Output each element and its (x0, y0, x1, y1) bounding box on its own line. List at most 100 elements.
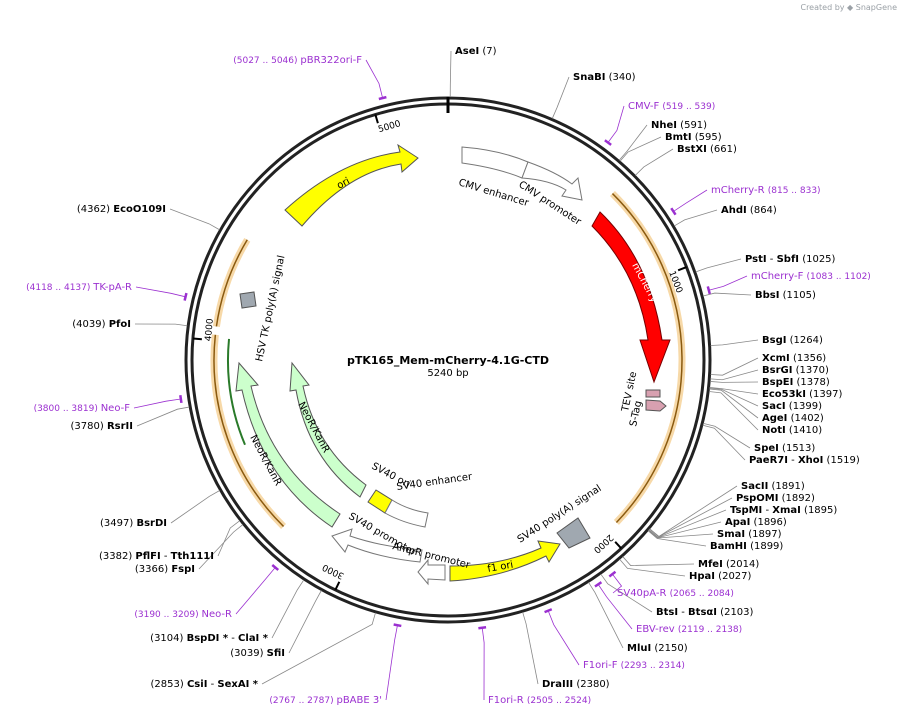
restriction-site[interactable]: BamHI (1899) (710, 541, 783, 552)
feature-f1-ori[interactable] (449, 540, 561, 582)
primer-range: (1083 .. 1102) (807, 272, 871, 282)
feature-hsv-tk-polya[interactable] (239, 291, 257, 309)
primer-label[interactable]: mCherry-R (815 .. 833) (711, 185, 821, 196)
feature-s-tag[interactable] (645, 399, 667, 412)
restriction-site[interactable]: AgeI (1402) (762, 413, 824, 424)
site-leader (551, 76, 570, 119)
restriction-site[interactable]: BtsI - BtsαI (2103) (656, 607, 754, 618)
restriction-site[interactable]: Eco53kI (1397) (762, 389, 842, 400)
restriction-site[interactable]: (3366) FspI (135, 564, 195, 575)
site-name: BmtI (665, 132, 692, 143)
restriction-site[interactable]: BbsI (1105) (755, 290, 816, 301)
site-leader (649, 497, 733, 538)
primer-leader (547, 610, 580, 666)
feature-cmv-enhancer[interactable] (461, 146, 529, 179)
site-leader (710, 381, 759, 383)
site-name: HpaI (689, 571, 715, 582)
restriction-site[interactable]: (3780) RsrII (71, 421, 133, 432)
primer-label[interactable]: (3190 .. 3209) Neo-R (134, 609, 232, 620)
primer-marks (133, 59, 748, 701)
features (235, 143, 671, 586)
site-position: (1891) (768, 481, 805, 492)
restriction-site[interactable]: SacI (1399) (762, 401, 822, 412)
primer-label[interactable]: F1ori-R (2505 .. 2524) (488, 695, 591, 706)
primer-leader (607, 105, 625, 143)
primer-label[interactable]: EBV-rev (2119 .. 2138) (636, 624, 742, 635)
restriction-site[interactable]: SmaI (1897) (717, 529, 782, 540)
restriction-site[interactable]: (3104) BspDI * - ClaI * (150, 633, 269, 644)
restriction-site[interactable]: NotI (1410) (762, 425, 822, 436)
tick-mark (374, 114, 379, 124)
restriction-site[interactable]: TspMI - XmaI (1895) (730, 505, 837, 516)
primer-label[interactable]: CMV-F (519 .. 539) (628, 101, 715, 112)
tick-mark (334, 581, 341, 591)
restriction-site[interactable]: (4039) PfoI (72, 319, 131, 330)
site-leader (449, 50, 452, 98)
restriction-site[interactable]: DraIII (2380) (542, 679, 610, 690)
restriction-site[interactable]: ApaI (1896) (725, 517, 787, 528)
site-leader (136, 406, 190, 427)
primer-label[interactable]: (5027 .. 5046) pBR322ori-F (233, 55, 362, 66)
restriction-site[interactable]: BsgI (1264) (762, 335, 823, 346)
site-name: BsrDI (136, 518, 167, 529)
site-position: (2853) (151, 679, 187, 690)
credit-brand: SnapGene (855, 3, 897, 12)
site-name: MluI (627, 643, 651, 654)
site-name: PfoI (109, 319, 131, 330)
primer-leader (673, 189, 708, 212)
restriction-site[interactable]: BstXI (661) (677, 144, 737, 155)
restriction-site[interactable]: PstI - SbfI (1025) (745, 254, 836, 265)
site-position: (4039) (72, 319, 108, 330)
feature-sv40-enhancer[interactable] (384, 499, 429, 528)
site-position: (3039) (230, 648, 266, 659)
site-name: PstI (745, 254, 767, 265)
feature-ampr-promoter[interactable] (417, 558, 446, 586)
site-leader (648, 521, 722, 539)
site-position: (2150) (651, 643, 688, 654)
restriction-site[interactable]: (3382) PflFI - Tth111I (99, 551, 214, 562)
restriction-site[interactable]: BspEI (1378) (762, 377, 830, 388)
primer-name: F1ori-R (488, 695, 527, 706)
restriction-site[interactable]: AhdI (864) (721, 205, 777, 216)
primer-range: (3800 .. 3819) (34, 404, 101, 414)
restriction-site[interactable]: XcmI (1356) (762, 353, 826, 364)
feature-sv40-polya[interactable] (556, 517, 591, 549)
restriction-site[interactable]: SnaBI (340) (573, 72, 636, 83)
feature-neokanr-inner[interactable] (289, 361, 367, 498)
primer-label[interactable]: mCherry-F (1083 .. 1102) (751, 271, 871, 282)
restriction-site[interactable]: AseI (7) (455, 46, 497, 57)
feature-neokanr-outer[interactable] (235, 361, 341, 528)
site-name: ClaI * (238, 633, 269, 644)
restriction-site[interactable]: MfeI (2014) (698, 559, 759, 570)
restriction-site[interactable]: (3497) BsrDI (100, 518, 167, 529)
site-name: BsgI (762, 335, 786, 346)
orf-arc-left-line (213, 334, 285, 527)
restriction-site[interactable]: (2853) CsiI - SexAI * (151, 679, 259, 690)
restriction-site[interactable]: SacII (1891) (741, 481, 805, 492)
site-leader (709, 391, 759, 431)
primer-label[interactable]: F1ori-F (2293 .. 2314) (583, 660, 685, 671)
feature-ori[interactable] (284, 143, 419, 227)
site-name: ApaI (725, 517, 750, 528)
plasmid-size: 5240 bp (427, 368, 468, 379)
feature-tev-site[interactable] (645, 389, 661, 398)
restriction-site[interactable]: PaeR7I - XhoI (1519) (749, 455, 860, 466)
restriction-site[interactable]: (4362) EcoO109I (77, 204, 166, 215)
feature-sv40-promoter[interactable] (331, 528, 423, 563)
restriction-site[interactable]: BsrGI (1370) (762, 365, 829, 376)
restriction-site[interactable]: HpaI (2027) (689, 571, 752, 582)
restriction-site[interactable]: SpeI (1513) (754, 443, 815, 454)
restriction-site[interactable]: BmtI (595) (665, 132, 722, 143)
primer-label[interactable]: (4118 .. 4137) TK-pA-R (26, 282, 132, 293)
feature-cmv-promoter[interactable] (521, 161, 583, 201)
restriction-site[interactable]: PspOMI (1892) (736, 493, 815, 504)
primer-label[interactable]: (3800 .. 3819) Neo-F (34, 403, 131, 414)
restriction-site[interactable]: (3039) SfiI (230, 648, 285, 659)
feature-mcherry[interactable] (591, 211, 671, 384)
primer-label[interactable]: SV40pA-R (2065 .. 2084) (617, 588, 734, 599)
primer-label[interactable]: (2767 .. 2787) pBABE 3' (269, 695, 382, 706)
site-leader (217, 520, 241, 557)
restriction-site[interactable]: MluI (2150) (627, 643, 688, 654)
restriction-site[interactable]: NheI (591) (651, 120, 707, 131)
site-name: PspOMI (736, 493, 778, 504)
